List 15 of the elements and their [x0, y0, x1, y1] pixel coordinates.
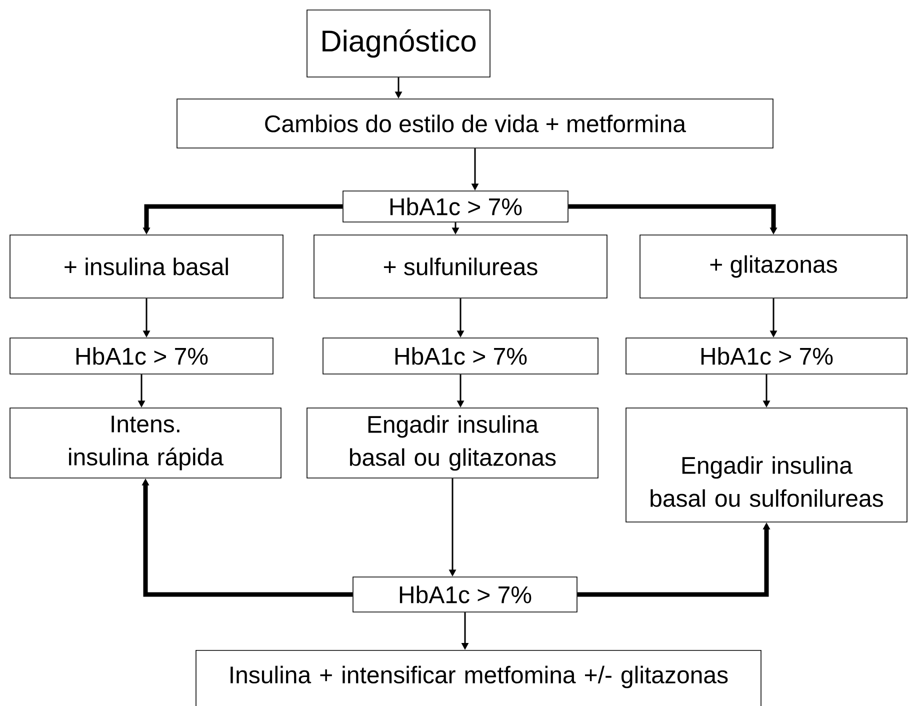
process-box	[196, 650, 762, 706]
process-box: HbA1c > 7%	[342, 190, 568, 222]
process-box: HbA1c > 7%	[352, 576, 578, 612]
process-box: HbA1c > 7%	[626, 338, 908, 374]
process-box: + sulfunilureas	[314, 234, 608, 298]
process-box: Engadir insulina basal ou sulfonilureas	[626, 408, 908, 522]
process-box: HbA1c > 7%	[322, 338, 598, 374]
process-box: Cambios do estilo de vida + metformina	[176, 98, 774, 148]
node-label: Insulina + intensificar metfomina +/- glitazonas	[230, 666, 728, 688]
process-box: + glitazonas	[640, 234, 908, 298]
process-box: Intens. insulina rápida	[10, 408, 282, 478]
process-box: HbA1c > 7%	[10, 338, 274, 374]
process-box: Diagnóstico	[306, 10, 490, 78]
process-box: + insulina basal	[10, 234, 284, 298]
process-box: Engadir insulina basal ou glitazonas	[306, 408, 598, 478]
